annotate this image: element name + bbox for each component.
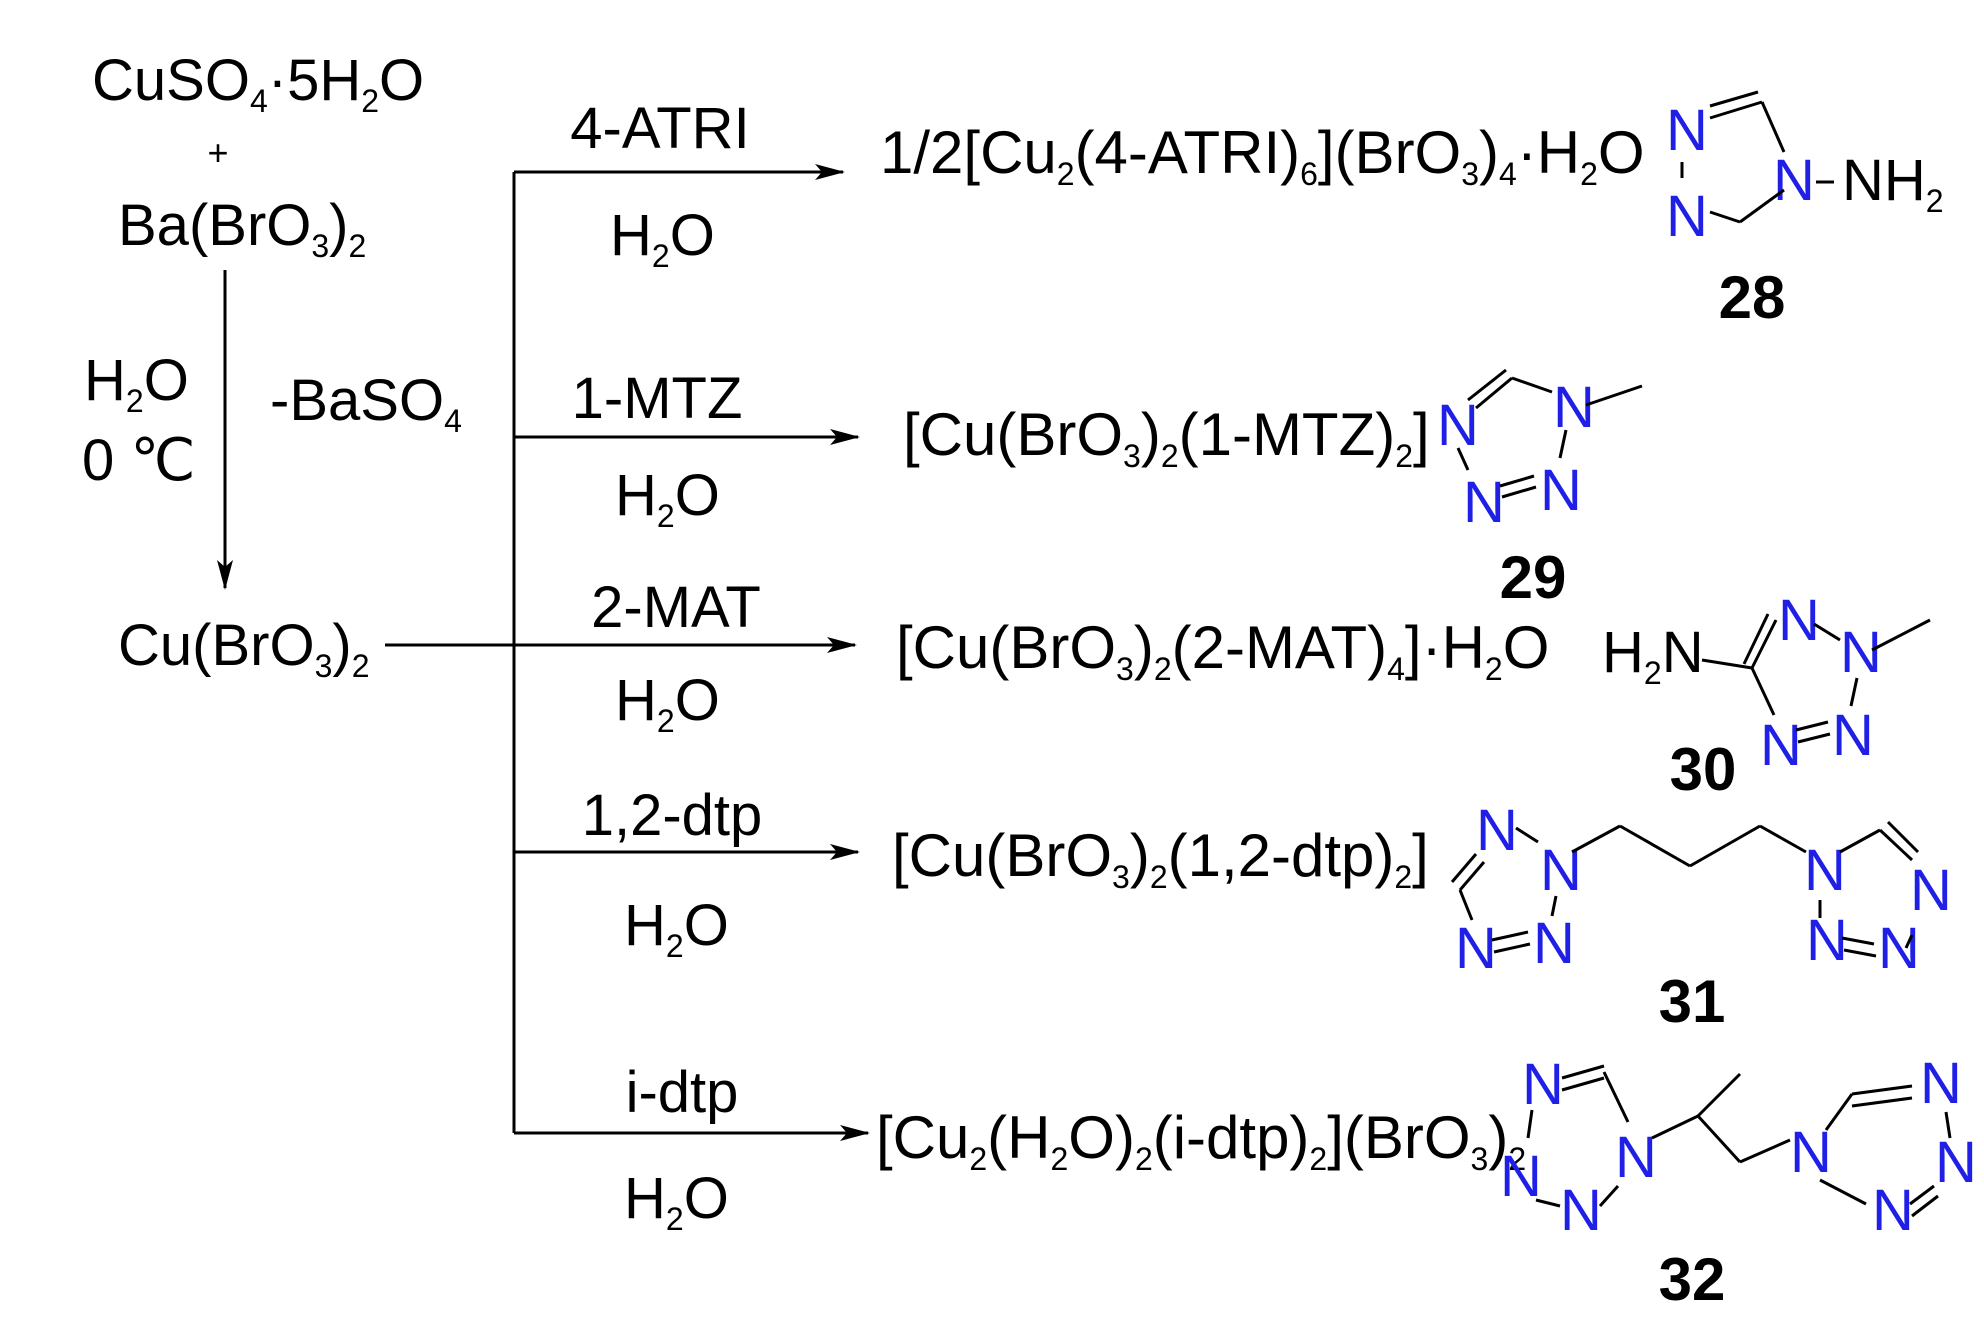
first-step-byproduct: -BaSO4 [270, 368, 462, 439]
svg-text:H2O: H2O [615, 463, 720, 534]
first-step-temperature: 0 ℃ [82, 428, 196, 493]
structure-32-atom-n-b1: N [1790, 1120, 1832, 1185]
first-step-solvent: H2O [84, 348, 189, 419]
compound-number-30: 30 [1670, 736, 1737, 803]
structure-31-atom-n-b2: N [1910, 858, 1952, 923]
structure-31-atom-n-b3: N [1806, 908, 1848, 973]
structure-29-atom-n-bottom-right: N [1540, 458, 1582, 523]
structure-29-1-mtz: N N N N [1437, 368, 1643, 535]
structure-28-atom-n2: N [1666, 184, 1708, 249]
structure-30-atom-n2: N [1840, 620, 1882, 685]
structure-32-i-dtp: N N N N N N N N [1500, 1051, 1977, 1243]
svg-text:CuSO4·5H2O: CuSO4·5H2O [92, 48, 424, 119]
structure-29-atom-n-bottom-left: N [1463, 470, 1505, 535]
structure-31-atom-n-a3: N [1455, 916, 1497, 981]
structure-31-atom-n-b1: N [1804, 838, 1846, 903]
structure-32-atom-n-a3: N [1615, 1125, 1657, 1190]
svg-text:-BaSO4: -BaSO4 [270, 368, 462, 439]
ligand-label-i-dtp: i-dtp [626, 1060, 739, 1125]
structure-30-atom-n1: N [1778, 588, 1820, 653]
structure-29-atom-n-left: N [1437, 393, 1479, 458]
solvent-label-branch-2: H2O [615, 463, 720, 534]
structure-30-atom-n4: N [1760, 713, 1802, 778]
solvent-label-branch-5: H2O [624, 1166, 729, 1237]
compound-number-32: 32 [1659, 1246, 1726, 1313]
structure-31-atom-n-a1: N [1476, 798, 1518, 863]
solvent-label-branch-3: H2O [615, 668, 720, 739]
structure-29-atom-n1: N [1553, 375, 1595, 440]
structure-31-atom-n-a4: N [1533, 911, 1575, 976]
structure-30-h2n-group: H2N [1602, 620, 1704, 691]
structure-32-atom-n-b2: N [1920, 1051, 1962, 1116]
structure-31-1-2-dtp: N N N N N N N N [1450, 798, 1952, 981]
reactant-barium-bromate: Ba(BrO3)2 [118, 193, 366, 264]
svg-text:H2O: H2O [610, 203, 715, 274]
svg-text:[Cu(BrO3)2(2-MAT)4]·H2O: [Cu(BrO3)2(2-MAT)4]·H2O [896, 614, 1549, 687]
solvent-label-branch-4: H2O [624, 893, 729, 964]
svg-text:Cu(BrO3)2: Cu(BrO3)2 [118, 613, 370, 684]
product-formula-30: [Cu(BrO3)2(2-MAT)4]·H2O [896, 614, 1549, 687]
svg-text:[Cu2(H2O)2(i-dtp)2](BrO3)2: [Cu2(H2O)2(i-dtp)2](BrO3)2 [876, 1104, 1526, 1177]
svg-text:H2O: H2O [624, 1166, 729, 1237]
structure-28-4-atri: N N N NH2 [1666, 90, 1944, 249]
ligand-label-2-mat: 2-MAT [591, 575, 761, 640]
ligand-label-1-2-dtp: 1,2-dtp [582, 783, 763, 848]
svg-text:Ba(BrO3)2: Ba(BrO3)2 [118, 193, 366, 264]
svg-text:H2O: H2O [624, 893, 729, 964]
product-formula-31: [Cu(BrO3)2(1,2-dtp)2] [892, 822, 1429, 895]
structure-32-atom-n-b3: N [1935, 1130, 1977, 1195]
compound-number-28: 28 [1719, 264, 1786, 331]
svg-text:H2O: H2O [84, 348, 189, 419]
structure-30-atom-n3: N [1832, 703, 1874, 768]
reactant-copper-sulfate: CuSO4·5H2O [92, 48, 424, 119]
product-formula-32: [Cu2(H2O)2(i-dtp)2](BrO3)2 [876, 1104, 1526, 1177]
product-formula-29: [Cu(BrO3)2(1-MTZ)2] [903, 401, 1430, 474]
structure-32-atom-n-a4: N [1560, 1178, 1602, 1243]
svg-text:[Cu(BrO3)2(1,2-dtp)2]: [Cu(BrO3)2(1,2-dtp)2] [892, 822, 1429, 895]
solvent-label-branch-1: H2O [610, 203, 715, 274]
structure-31-atom-n-b4: N [1878, 916, 1920, 981]
svg-text:H2O: H2O [615, 668, 720, 739]
structure-28-atom-n1: N [1666, 98, 1708, 163]
structure-28-nh2-group: NH2 [1842, 148, 1944, 219]
product-formula-28: 1/2[Cu2(4-ATRI)6](BrO3)4·H2O [880, 119, 1645, 192]
intermediate-copper-bromate: Cu(BrO3)2 [118, 613, 370, 684]
structure-32-atom-n-a2: N [1500, 1144, 1542, 1209]
structure-28-atom-n4: N [1773, 148, 1815, 213]
ligand-label-1-mtz: 1-MTZ [572, 366, 743, 431]
structure-30-2-mat: H2N N N N N [1602, 588, 1931, 778]
svg-text:1/2[Cu2(4-ATRI)6](BrO3)4·H2O: 1/2[Cu2(4-ATRI)6](BrO3)4·H2O [880, 119, 1645, 192]
structure-32-atom-n-b4: N [1872, 1178, 1914, 1243]
svg-text:[Cu(BrO3)2(1-MTZ)2]: [Cu(BrO3)2(1-MTZ)2] [903, 401, 1430, 474]
structure-32-atom-n-a1: N [1522, 1052, 1564, 1117]
structure-31-atom-n-a2: N [1540, 838, 1582, 903]
plus-sign: + [207, 132, 228, 173]
ligand-label-4-atri: 4-ATRI [570, 96, 749, 161]
compound-number-29: 29 [1500, 544, 1567, 611]
compound-number-31: 31 [1659, 968, 1726, 1035]
